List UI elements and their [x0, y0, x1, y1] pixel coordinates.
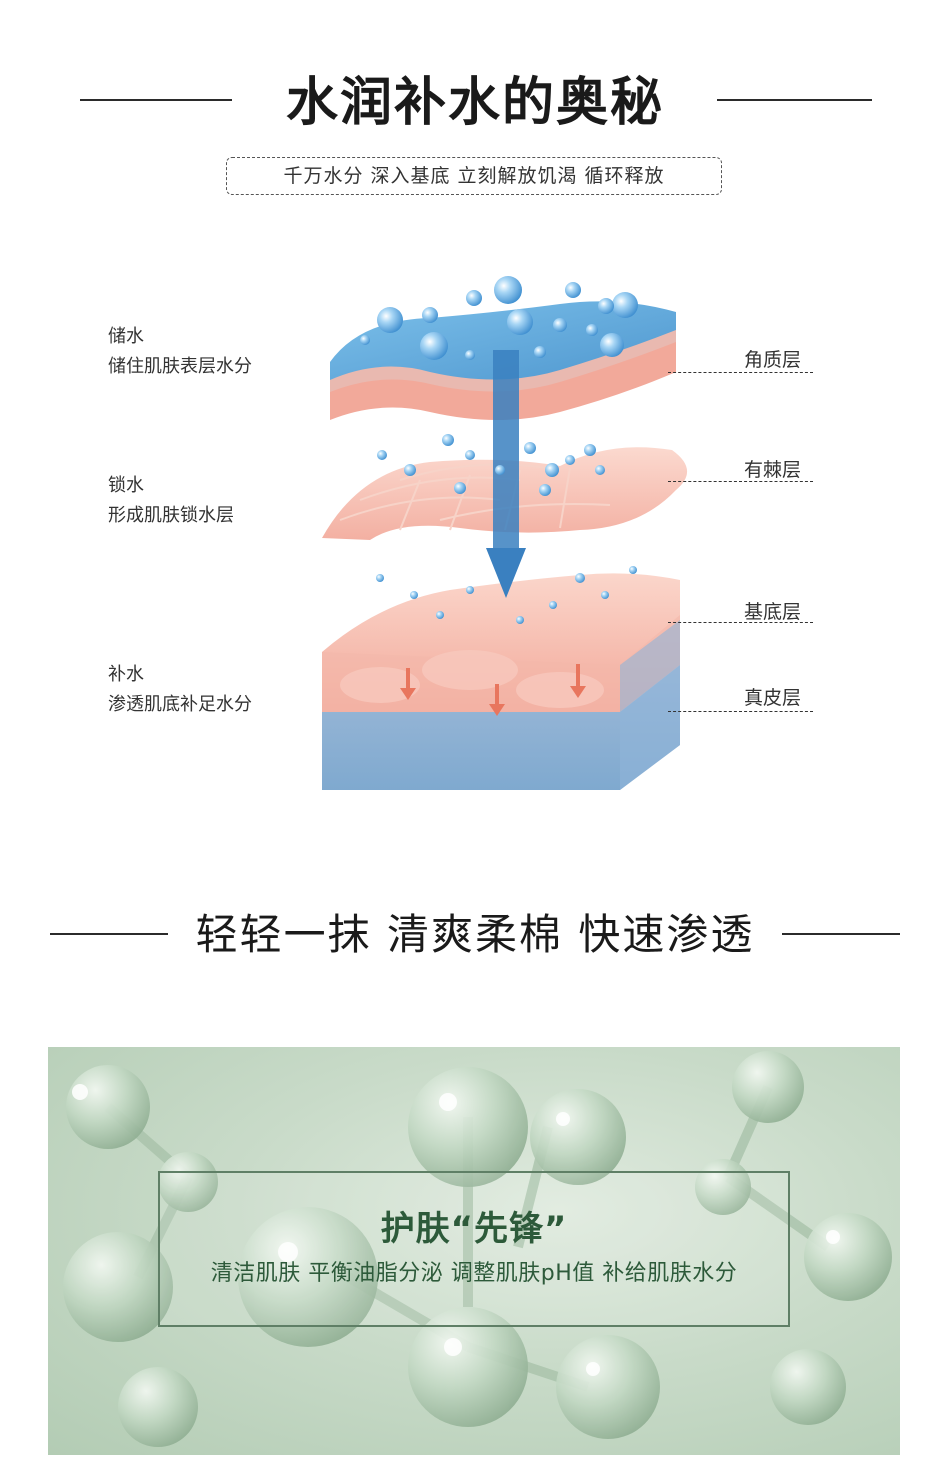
panel-title: 护肤“先锋” — [380, 1209, 568, 1249]
basal-dermis-block — [322, 573, 680, 790]
water-flow-arrow — [486, 350, 526, 598]
water-droplets — [360, 276, 638, 624]
molecule-panel: 护肤“先锋” 清洁肌肤 平衡油脂分泌 调整肌肤pH值 补给肌肤水分 — [48, 1047, 900, 1455]
label-lock-water-heading: 锁水 — [108, 475, 144, 496]
label-replenish-water-text: 渗透肌底补足水分 — [108, 694, 252, 715]
page-subtitle: 千万水分 深入基底 立刻解放饥渴 循环释放 — [226, 157, 722, 195]
title-right-rule — [717, 99, 872, 101]
leader-spinous-layer — [668, 481, 813, 482]
label-basal-layer: 基底层 — [744, 601, 802, 623]
label-store-water-heading: 储水 — [108, 326, 144, 347]
page-title: 水润补水的奥秘 — [285, 73, 664, 133]
label-spinous-layer: 有棘层 — [744, 459, 802, 481]
leader-dermis — [668, 711, 813, 712]
label-dermis: 真皮层 — [744, 687, 802, 709]
label-store-water: 储水 储住肌肤表层水分 — [108, 322, 252, 382]
section2-right-rule — [782, 933, 900, 935]
molecule-background — [63, 1051, 892, 1447]
label-stratum-corneum: 角质层 — [744, 349, 802, 371]
leader-stratum-corneum — [668, 372, 813, 373]
label-store-water-text: 储住肌肤表层水分 — [108, 356, 252, 377]
stratum-corneum-layer — [330, 301, 676, 420]
label-replenish-water-heading: 补水 — [108, 664, 144, 685]
panel-subtitle: 清洁肌肤 平衡油脂分泌 调整肌肤pH值 补给肌肤水分 — [210, 1261, 738, 1286]
label-lock-water-text: 形成肌肤锁水层 — [108, 505, 234, 526]
panel-text-box: 护肤“先锋” 清洁肌肤 平衡油脂分泌 调整肌肤pH值 补给肌肤水分 — [158, 1171, 790, 1327]
skin-layer-diagram — [322, 276, 688, 790]
leader-basal-layer — [668, 622, 813, 623]
section2-left-rule — [50, 933, 168, 935]
label-replenish-water: 补水 渗透肌底补足水分 — [108, 660, 252, 720]
label-lock-water: 锁水 形成肌肤锁水层 — [108, 471, 234, 531]
section2-title: 轻轻一抹 清爽柔棉 快速渗透 — [195, 910, 755, 959]
title-left-rule — [80, 99, 232, 101]
